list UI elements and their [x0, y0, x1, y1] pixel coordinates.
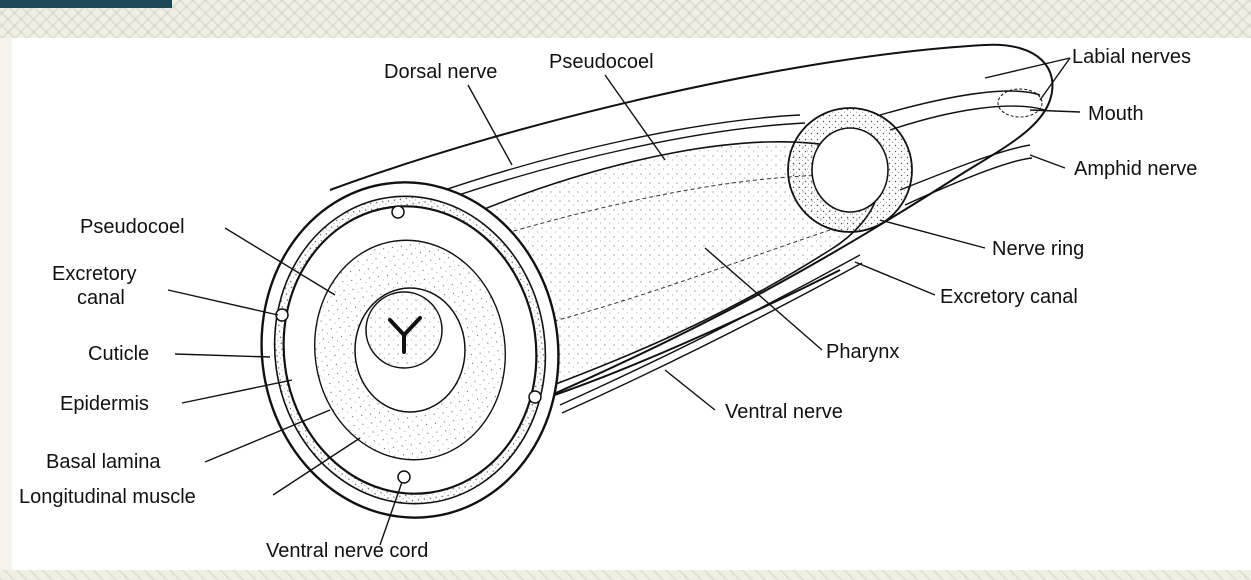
label-excretory-canal-left-1: Excretory [52, 263, 136, 285]
nerve-ring-shape [788, 108, 912, 232]
label-longitudinal-muscle: Longitudinal muscle [19, 486, 196, 508]
label-epidermis: Epidermis [60, 393, 149, 415]
label-ventral-nerve-cord: Ventral nerve cord [266, 540, 428, 562]
label-mouth: Mouth [1088, 103, 1144, 125]
label-excretory-canal-left-2: canal [77, 287, 125, 309]
label-pharynx: Pharynx [826, 341, 899, 363]
label-basal-lamina: Basal lamina [46, 451, 161, 473]
label-labial-nerves: Labial nerves [1072, 46, 1191, 68]
label-dorsal-nerve: Dorsal nerve [384, 61, 497, 83]
label-pseudocoel-left: Pseudocoel [80, 216, 185, 238]
label-amphid-nerve: Amphid nerve [1074, 158, 1197, 180]
label-cuticle: Cuticle [88, 343, 149, 365]
label-nerve-ring: Nerve ring [992, 238, 1084, 260]
label-ventral-nerve: Ventral nerve [725, 401, 843, 423]
label-excretory-canal-right: Excretory canal [940, 286, 1078, 308]
label-pseudocoel-top: Pseudocoel [549, 51, 654, 73]
